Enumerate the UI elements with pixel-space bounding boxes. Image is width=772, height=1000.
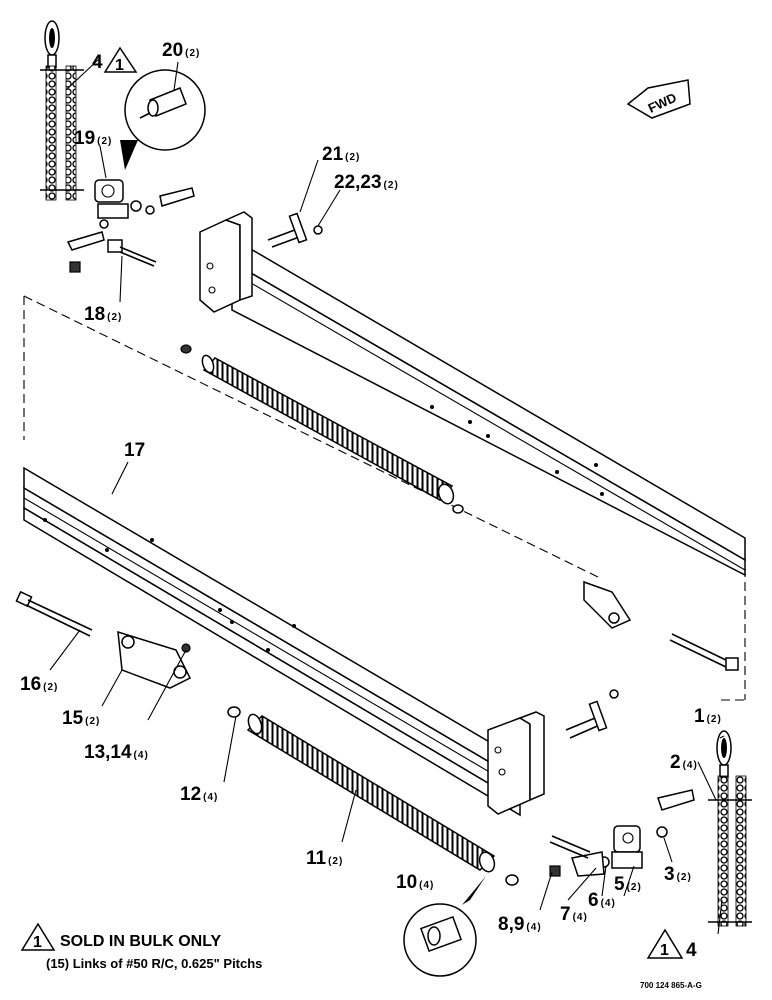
detail-circle-20 <box>120 69 206 170</box>
callout-17: 17 <box>124 440 145 461</box>
callout-3: 3(2) <box>664 864 692 885</box>
callout-22-23: 22,23(2) <box>334 172 399 193</box>
warning-triangle-top: 1 <box>103 46 138 74</box>
callout-2: 2(4) <box>670 752 698 773</box>
chain-4-top <box>40 20 84 201</box>
upper-mount-bracket <box>199 211 253 313</box>
forward-arrow-icon: FWD <box>626 79 691 119</box>
chain-4-bottom <box>708 730 752 927</box>
pin-lower <box>565 689 619 739</box>
detail-circle-10 <box>403 876 486 977</box>
callout-4-top: 4 <box>92 52 103 73</box>
callout-1: 1(2) <box>694 706 722 727</box>
lower-hardware <box>549 789 695 877</box>
callout-labels: 20(2) 4 19(2) 21(2) 22,23(2) 18(2) 17 16… <box>20 40 722 961</box>
note-line-1: SOLD IN BULK ONLY <box>60 933 222 950</box>
callout-13-14: 13,14(4) <box>84 742 149 763</box>
bolt-18 <box>69 239 157 273</box>
callout-11: 11(2) <box>306 848 343 869</box>
callout-21: 21(2) <box>322 144 360 165</box>
lower-mount-bracket <box>487 711 545 815</box>
callout-7: 7(4) <box>560 904 588 925</box>
pin-21 <box>267 212 323 248</box>
callout-8-9: 8,9(4) <box>498 914 542 935</box>
callout-6: 6(4) <box>588 890 616 911</box>
leader-lines <box>49 57 725 935</box>
lower-frame-tube-17 <box>23 466 521 817</box>
callout-19: 19(2) <box>74 128 112 149</box>
callout-5: 5(2) <box>614 874 642 895</box>
bracket-19 <box>66 179 195 251</box>
warning-triangle-bottom: 1 <box>646 928 684 959</box>
callout-18: 18(2) <box>84 304 122 325</box>
bolt-16 <box>15 590 93 637</box>
lower-spring-11 <box>227 706 519 886</box>
bulk-note: SOLD IN BULK ONLY (15) Links of #50 R/C,… <box>46 933 262 971</box>
svg-text:1: 1 <box>115 57 124 74</box>
upper-spring <box>180 344 464 514</box>
callout-20: 20(2) <box>162 40 200 61</box>
callout-4-bottom: 4 <box>686 940 697 961</box>
callout-15: 15(2) <box>62 708 100 729</box>
svg-text:1: 1 <box>33 934 42 951</box>
callout-10: 10(4) <box>396 872 434 893</box>
assembly-outline <box>23 295 746 701</box>
note-line-2: (15) Links of #50 R/C, 0.625" Pitchs <box>46 956 262 971</box>
bracket-15 <box>117 630 192 689</box>
warning-triangle-note: 1 <box>20 922 56 951</box>
rear-right-bracket <box>583 580 739 671</box>
callout-12: 12(4) <box>180 784 218 805</box>
upper-frame-tube <box>231 236 746 577</box>
callout-16: 16(2) <box>20 674 58 695</box>
drawing-number: 700 124 865-A-G <box>640 981 702 990</box>
svg-text:1: 1 <box>660 942 669 959</box>
